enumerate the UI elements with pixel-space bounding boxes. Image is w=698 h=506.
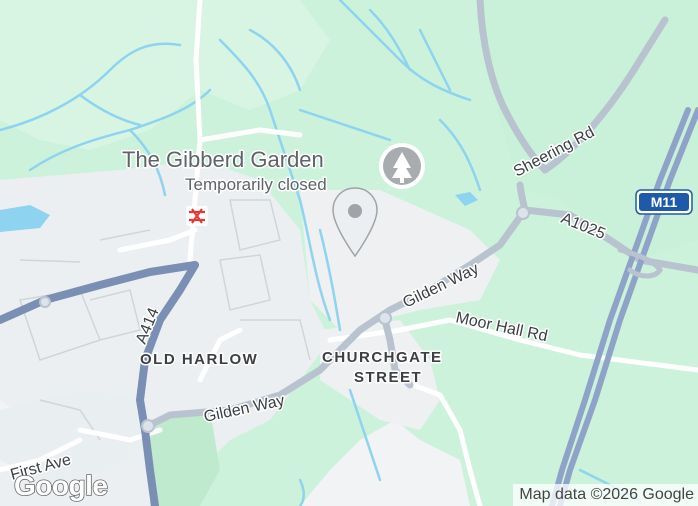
- tree-icon[interactable]: [379, 143, 425, 189]
- m11-motorway: [549, 107, 698, 506]
- a414-road: [0, 261, 199, 506]
- churchgate-area: [320, 320, 440, 430]
- park-area-south: [150, 410, 220, 506]
- map-attribution[interactable]: Map data ©2026 Google: [513, 484, 698, 506]
- lake: [0, 205, 50, 232]
- streams: [0, 0, 642, 506]
- google-logo[interactable]: Google: [14, 468, 134, 502]
- estate-area-south: [0, 390, 150, 480]
- woodland-area: [0, 0, 330, 150]
- google-logo-text: Google: [14, 470, 107, 501]
- poi-name: The Gibberd Garden: [122, 147, 324, 172]
- m11-shield: M11: [635, 189, 693, 215]
- map-pin-icon[interactable]: [332, 187, 378, 258]
- area-label-churchgate: CHURCHGATE: [322, 349, 443, 366]
- m11-shield-label: M11: [651, 194, 678, 210]
- primary-roads: [146, 0, 698, 429]
- m11-junction: [617, 247, 663, 279]
- pond: [455, 192, 478, 206]
- poi-status: Temporarily closed: [185, 175, 327, 194]
- poi-gibberd-garden[interactable]: The Gibberd Garden Temporarily closed: [121, 143, 425, 196]
- area-label-street: STREET: [354, 369, 422, 386]
- area-label-old-harlow: OLD HARLOW: [140, 351, 258, 368]
- rail-station-icon[interactable]: [186, 206, 208, 226]
- roundabouts: [39, 206, 530, 433]
